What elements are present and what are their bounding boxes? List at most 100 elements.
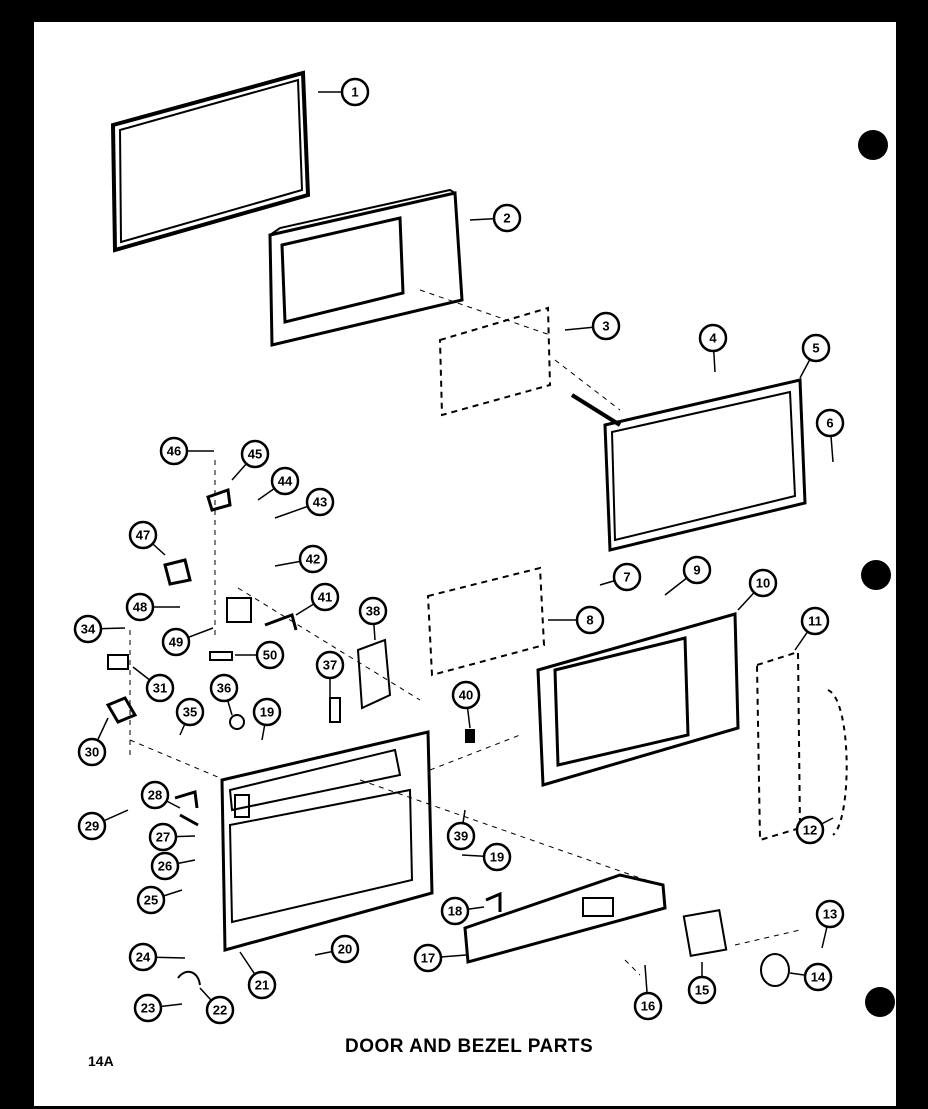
part-50-bar: [209, 651, 233, 661]
callout-circle: [800, 606, 830, 636]
callout-label: 48: [133, 600, 147, 615]
callout-12: 12: [795, 815, 834, 845]
part-14-knob: [760, 953, 790, 987]
callout-42: 42: [274, 544, 328, 574]
callout-circle: [330, 934, 360, 964]
callout-label: 47: [136, 528, 150, 543]
part-12-bracket: [827, 689, 848, 836]
callout-circle: [748, 568, 778, 598]
part-38-switch-box: [356, 638, 392, 710]
callout-9: 9: [664, 555, 712, 596]
callout-label: 30: [85, 745, 99, 760]
part-31-switch: [107, 654, 129, 670]
callout-16: 16: [633, 964, 663, 1021]
part-30-bracket: [105, 696, 138, 724]
callout-41: 41: [295, 582, 340, 616]
callout-label: 15: [695, 983, 709, 998]
callout-circle: [77, 737, 107, 767]
callout-35: 35: [175, 697, 205, 736]
callout-7: 7: [599, 562, 642, 592]
callout-circle: [305, 487, 335, 517]
part-5-inner-frame: [570, 378, 807, 552]
callout-label: 29: [85, 819, 99, 834]
callout-4: 4: [698, 323, 728, 373]
part-22-spring: [177, 970, 201, 986]
callout-30: 30: [77, 717, 109, 767]
callout-circle: [125, 592, 155, 622]
callout-label: 23: [141, 1001, 155, 1016]
callout-label: 37: [323, 658, 337, 673]
callout-40: 40: [451, 680, 481, 729]
callout-15: 15: [687, 962, 717, 1005]
callout-5: 5: [799, 333, 831, 379]
callout-1: 1: [318, 77, 370, 107]
callout-29: 29: [77, 809, 129, 841]
callout-11: 11: [794, 606, 830, 651]
callout-circle: [148, 822, 178, 852]
diagram-title: DOOR AND BEZEL PARTS: [345, 1036, 594, 1057]
callout-37: 37: [315, 650, 345, 700]
callout-circle: [795, 815, 825, 845]
callout-label: 35: [183, 705, 197, 720]
callout-circle: [209, 673, 239, 703]
callout-label: 18: [448, 904, 462, 919]
callout-circle: [175, 697, 205, 727]
callout-49: 49: [161, 627, 214, 657]
callout-label: 28: [148, 788, 162, 803]
callout-44: 44: [257, 466, 300, 501]
callout-label: 21: [255, 978, 269, 993]
callout-circle: [815, 899, 845, 929]
callout-label: 13: [823, 907, 837, 922]
callout-8: 8: [548, 605, 605, 635]
callout-label: 39: [454, 829, 468, 844]
callout-label: 1: [351, 85, 358, 100]
part-8-glass: [426, 566, 546, 677]
part-17-control-strip: [463, 873, 667, 964]
callout-label: 14: [811, 970, 826, 985]
callout-circle: [77, 811, 107, 841]
callout-label: 41: [318, 590, 332, 605]
callout-circle: [591, 311, 621, 341]
callout-label: 34: [81, 622, 96, 637]
callout-19: 19: [252, 697, 282, 741]
callout-17: 17: [413, 943, 467, 973]
callout-label: 27: [156, 830, 170, 845]
callout-label: 11: [808, 614, 822, 629]
callout-circle: [358, 596, 388, 626]
callout-label: 25: [144, 893, 158, 908]
callout-3: 3: [564, 311, 621, 341]
callout-circle: [340, 77, 370, 107]
callout-circle: [451, 680, 481, 710]
callout-circle: [687, 975, 717, 1005]
callout-label: 43: [313, 495, 327, 510]
callout-label: 36: [217, 681, 231, 696]
callout-39: 39: [446, 809, 476, 851]
callout-circle: [255, 640, 285, 670]
callout-circle: [446, 821, 476, 851]
callout-label: 22: [213, 1003, 227, 1018]
callout-circle: [801, 333, 831, 363]
callout-13: 13: [815, 899, 845, 949]
callout-27: 27: [148, 822, 196, 852]
callout-circle: [413, 943, 443, 973]
callout-label: 6: [826, 416, 833, 431]
callout-28: 28: [140, 780, 181, 810]
callout-36: 36: [209, 673, 239, 716]
callout-label: 40: [459, 688, 473, 703]
callout-label: 19: [490, 850, 504, 865]
callout-label: 17: [421, 951, 435, 966]
part-3-glass: [438, 306, 552, 417]
callout-label: 2: [503, 211, 510, 226]
callout-circle: [128, 520, 158, 550]
callout-label: 3: [602, 319, 609, 334]
callout-circle: [240, 439, 270, 469]
part-28-hook: [179, 813, 199, 827]
callout-10: 10: [737, 568, 778, 611]
callout-48: 48: [125, 592, 180, 622]
callout-label: 7: [623, 570, 630, 585]
callout-label: 16: [641, 999, 655, 1014]
callout-circle: [440, 896, 470, 926]
callout-circle: [140, 780, 170, 810]
callout-6: 6: [815, 408, 845, 463]
callout-circle: [252, 697, 282, 727]
